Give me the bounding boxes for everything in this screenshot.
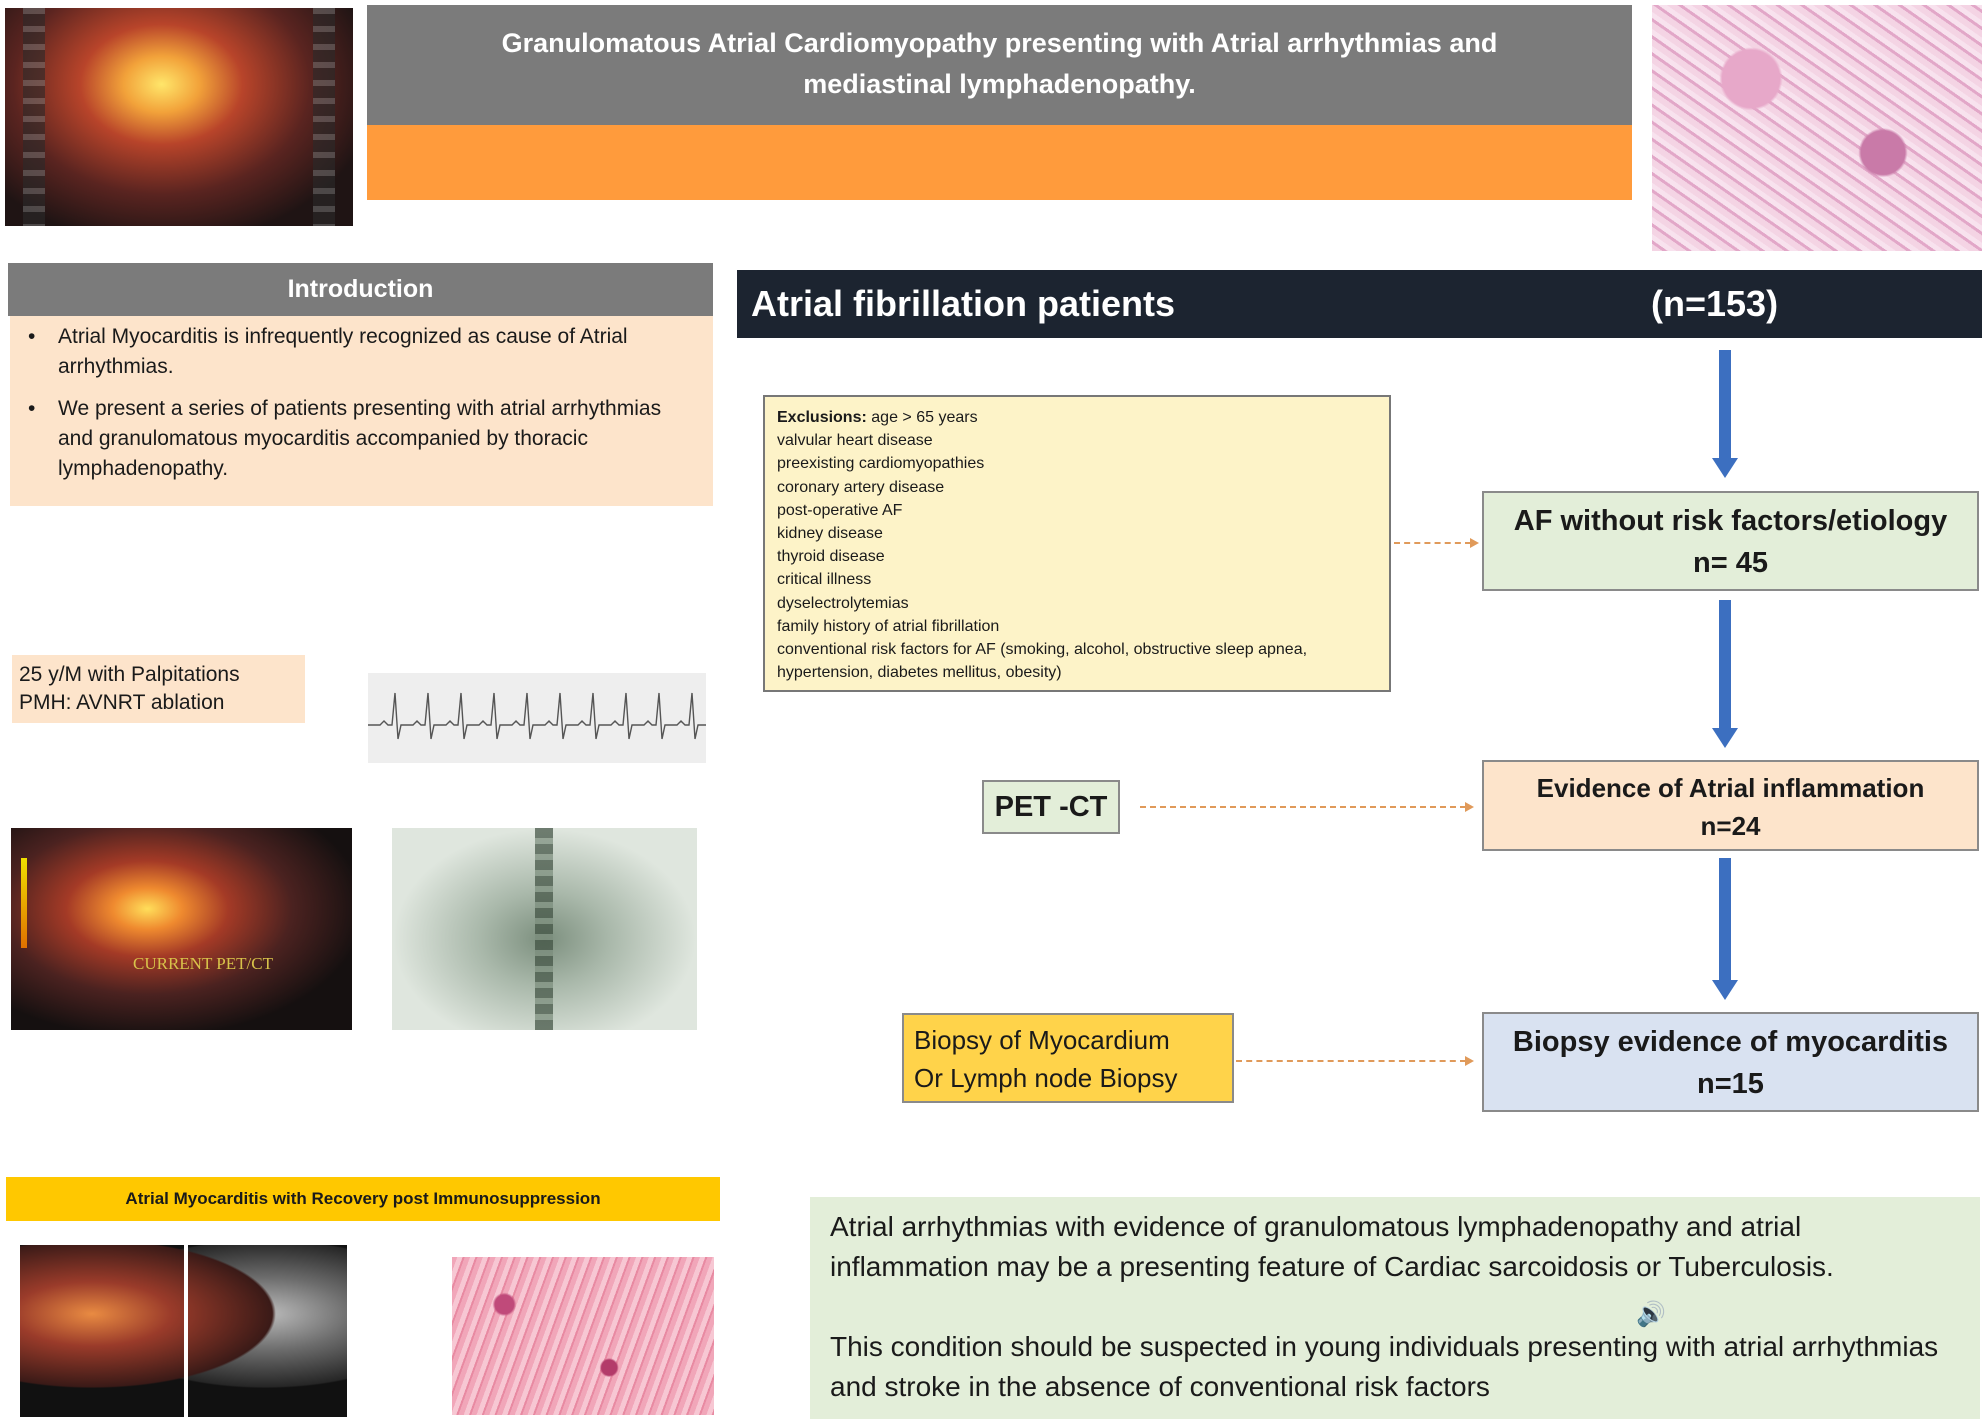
introduction-heading: Introduction bbox=[8, 263, 713, 316]
flow-arrow-1-shaft bbox=[1719, 350, 1731, 460]
flow-arrow-2-head bbox=[1712, 728, 1738, 748]
exclusion-item: coronary artery disease bbox=[777, 478, 945, 496]
flow-arrow-1-head bbox=[1712, 458, 1738, 478]
exclusions-lead-label: Exclusions: bbox=[777, 409, 867, 426]
case-summary-line2: PMH: AVNRT ablation bbox=[19, 691, 225, 714]
flow-arrow-3-shaft bbox=[1719, 858, 1731, 982]
exclusion-item: family history of atrial fibrillation bbox=[777, 617, 1000, 635]
exclusions-box: Exclusions: age > 65 years valvular hear… bbox=[763, 395, 1391, 692]
poster-title-line2: mediastinal lymphadenopathy. bbox=[803, 69, 1196, 99]
exclusions-connector bbox=[1394, 542, 1471, 544]
step-count: n= 45 bbox=[1693, 547, 1768, 579]
pet-ct-before-after-image bbox=[20, 1245, 347, 1417]
case-summary: 25 y/M with Palpitations PMH: AVNRT abla… bbox=[12, 655, 305, 723]
poster-title: Granulomatous Atrial Cardiomyopathy pres… bbox=[367, 5, 1632, 125]
exclusion-item: kidney disease bbox=[777, 525, 883, 543]
ecg-trace bbox=[368, 692, 706, 740]
conclusion-paragraph: This condition should be suspected in yo… bbox=[830, 1331, 1939, 1402]
pet-ct-overlay-label: CURRENT PET/CT bbox=[133, 954, 273, 973]
exclusion-item: preexisting cardiomyopathies bbox=[777, 455, 985, 473]
af-patients-label: Atrial fibrillation patients bbox=[751, 283, 1176, 324]
exclusion-item: valvular heart disease bbox=[777, 432, 933, 450]
conclusion-paragraph: Atrial arrhythmias with evidence of gran… bbox=[830, 1211, 1834, 1282]
pet-ct-axial-image: CURRENT PET/CT bbox=[11, 828, 352, 1030]
histology-granuloma-image bbox=[1652, 5, 1982, 251]
conclusion-box: Atrial arrhythmias with evidence of gran… bbox=[810, 1197, 1980, 1419]
exclusion-item: critical illness bbox=[777, 571, 872, 589]
af-patients-count: (n=153) bbox=[1651, 283, 1779, 324]
introduction-bullet: Atrial Myocarditis is infrequently recog… bbox=[24, 322, 697, 382]
case-summary-line1: 25 y/M with Palpitations bbox=[19, 663, 240, 686]
step-title: Biopsy evidence of myocarditis bbox=[1512, 1026, 1949, 1058]
step-count: n=24 bbox=[1700, 811, 1761, 841]
pet-mip-image bbox=[392, 828, 697, 1030]
exclusion-item: hypertension, diabetes mellitus, obesity… bbox=[777, 664, 1062, 682]
petct-method-box: PET -CT bbox=[982, 780, 1120, 834]
introduction-bullet: We present a series of patients presenti… bbox=[24, 394, 697, 484]
exclusions-connector-head bbox=[1470, 538, 1479, 548]
step-atrial-inflammation: Evidence of Atrial inflammation n=24 bbox=[1482, 760, 1979, 851]
step-af-without-risk-factors: AF without risk factors/etiology n= 45 bbox=[1482, 491, 1979, 591]
introduction-list: Atrial Myocarditis is infrequently recog… bbox=[24, 322, 697, 484]
petct-connector bbox=[1140, 806, 1466, 808]
petct-connector-head bbox=[1465, 802, 1474, 812]
step-title: Evidence of Atrial inflammation bbox=[1536, 773, 1925, 803]
exclusion-item: thyroid disease bbox=[777, 548, 885, 566]
biopsy-method-box: Biopsy of Myocardium Or Lymph node Biops… bbox=[902, 1013, 1234, 1103]
introduction-body: Atrial Myocarditis is infrequently recog… bbox=[10, 316, 713, 506]
step-title: AF without risk factors/etiology bbox=[1513, 505, 1948, 537]
af-patients-header: Atrial fibrillation patients (n=153) bbox=[737, 270, 1982, 338]
flow-arrow-2-shaft bbox=[1719, 600, 1731, 730]
poster-title-line1: Granulomatous Atrial Cardiomyopathy pres… bbox=[501, 28, 1498, 58]
pet-ct-coronal-image bbox=[5, 8, 353, 226]
ecg-strip-image bbox=[368, 673, 706, 763]
exclusion-item: conventional risk factors for AF (smokin… bbox=[777, 641, 1308, 659]
step-biopsy-myocarditis: Biopsy evidence of myocarditis n=15 bbox=[1482, 1012, 1979, 1112]
biopsy-line2: Or Lymph node Biopsy bbox=[914, 1063, 1178, 1093]
histology-recovery-image bbox=[452, 1257, 714, 1415]
biopsy-connector-head bbox=[1465, 1056, 1474, 1066]
biopsy-line1: Biopsy of Myocardium bbox=[914, 1025, 1170, 1055]
biopsy-connector bbox=[1236, 1060, 1466, 1062]
flow-arrow-3-head bbox=[1712, 980, 1738, 1000]
title-accent-bar bbox=[367, 125, 1632, 200]
exclusion-item: dyselectrolytemias bbox=[777, 594, 909, 612]
exclusion-row: Exclusions: age > 65 years bbox=[777, 406, 1377, 429]
recovery-label: Atrial Myocarditis with Recovery post Im… bbox=[6, 1177, 720, 1221]
speaker-icon: 🔊 bbox=[1636, 1301, 1666, 1328]
exclusion-item: age > 65 years bbox=[871, 409, 978, 426]
step-count: n=15 bbox=[1697, 1068, 1764, 1100]
exclusion-item: post-operative AF bbox=[777, 501, 903, 519]
